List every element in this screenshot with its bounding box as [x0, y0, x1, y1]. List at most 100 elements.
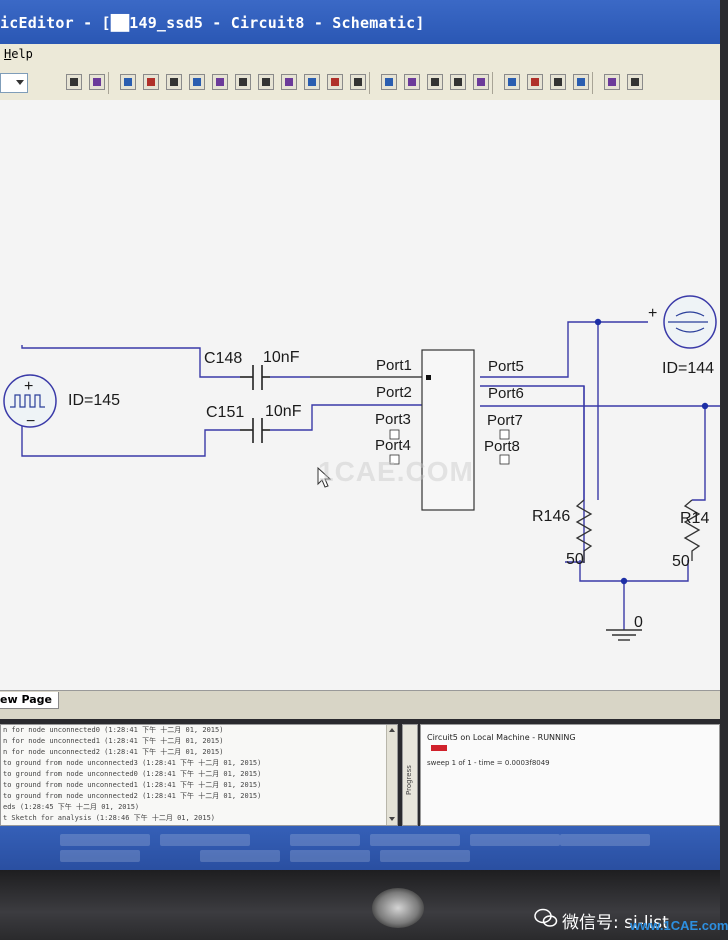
zoom-fit-icon[interactable] [604, 74, 620, 90]
os-taskbar [0, 826, 720, 870]
toolbar-glyph [385, 78, 393, 86]
scroll-down-icon[interactable] [389, 817, 395, 821]
toolbar-separator [592, 72, 593, 94]
flip-icon[interactable] [427, 74, 443, 90]
port8-pin-box [499, 454, 510, 465]
resistor-r146 [575, 499, 593, 563]
toolbar-dropdown[interactable] [0, 73, 28, 93]
taskbar-item[interactable] [560, 834, 650, 846]
capacitor-c151-name: C151 [206, 404, 245, 421]
simulation-status-title: Circuit5 on Local Machine - RUNNING [427, 733, 576, 742]
taskbar-item[interactable] [60, 850, 140, 862]
toolbar-glyph [577, 78, 585, 86]
taskbar-item[interactable] [380, 850, 470, 862]
toolbar-glyph [531, 78, 539, 86]
port-icon[interactable] [235, 74, 251, 90]
port2-label: Port2 [376, 384, 412, 401]
taskbar-item[interactable] [290, 834, 360, 846]
zoom-out-icon[interactable] [473, 74, 489, 90]
wire-resistor-bottom [579, 560, 689, 582]
taskbar-item[interactable] [370, 834, 460, 846]
toolbar-glyph [554, 78, 562, 86]
port1-label: Port1 [376, 357, 412, 374]
log-scrollbar[interactable] [386, 725, 397, 825]
toolbar-glyph [331, 78, 339, 86]
tab-new-page[interactable]: ew Page [0, 692, 59, 709]
taskbar-item[interactable] [290, 850, 370, 862]
node-icon[interactable] [327, 74, 343, 90]
toolbar-glyph [262, 78, 270, 86]
simulation-status-panel: Circuit5 on Local Machine - RUNNING swee… [420, 724, 720, 826]
progress-side-tab[interactable]: Progress [402, 724, 418, 826]
watermark-text: 1CAE.COM [318, 456, 474, 487]
simulation-sweep-text: sweep 1 of 1 - time = 0.0003f8049 [427, 759, 550, 767]
ground-label: 0 [634, 614, 643, 631]
pulse-source-right [663, 295, 717, 349]
resistor-r14-name: R14 [680, 510, 710, 527]
source-plus-sign: + [24, 378, 34, 395]
toolbar-glyph [147, 78, 155, 86]
cross-icon[interactable] [550, 74, 566, 90]
capacitor-icon[interactable] [166, 74, 182, 90]
rotate-icon[interactable] [350, 74, 366, 90]
bus-icon[interactable] [304, 74, 320, 90]
ground-icon[interactable] [212, 74, 228, 90]
node-dot [620, 577, 628, 585]
page-tab-strip: ew Page [0, 690, 720, 719]
toolbar-glyph [70, 78, 78, 86]
pulse-source-left [3, 374, 57, 428]
log-lines: n for node unconnected0 (1:28:41 下午 十二月 … [1, 725, 397, 824]
wechat-icon [534, 908, 558, 927]
page-icon[interactable] [66, 74, 82, 90]
resistor-r14-value: 50 [672, 553, 690, 570]
taskbar-item[interactable] [160, 834, 250, 846]
log-line: t Sketch for analysis (1:28:46 下午 十二月 01… [3, 814, 216, 822]
schematic-canvas[interactable]: + − ID=145 C148 10nF C151 10nF Port1 Por… [0, 100, 720, 690]
menu-item-help[interactable]: Help [4, 47, 33, 61]
port4-pin-box [389, 454, 400, 465]
new-icon[interactable] [89, 74, 105, 90]
source-minus-sign: − [26, 413, 36, 430]
zoom-in-icon[interactable] [450, 74, 466, 90]
wire-port5 [480, 321, 648, 378]
taskbar-item[interactable] [200, 850, 280, 862]
port4-label: Port4 [375, 437, 411, 454]
resistor-icon[interactable] [189, 74, 205, 90]
box-icon[interactable] [527, 74, 543, 90]
taskbar-item[interactable] [60, 834, 150, 846]
node-dot [594, 318, 602, 326]
grid-icon[interactable] [573, 74, 589, 90]
log-line: to ground from node unconnected1 (1:28:4… [3, 781, 262, 789]
align-icon[interactable] [404, 74, 420, 90]
probe-icon[interactable] [143, 74, 159, 90]
taskbar-item[interactable] [470, 834, 560, 846]
status-log-panel: n for node unconnected0 (1:28:41 下午 十二月 … [0, 724, 398, 826]
toolbar-glyph [408, 78, 416, 86]
wire-icon[interactable] [120, 74, 136, 90]
toolbar-glyph [308, 78, 316, 86]
resistor-r146-name: R146 [532, 508, 571, 525]
toolbar-glyph [285, 78, 293, 86]
resistor-r14 [683, 499, 701, 561]
delete-icon[interactable] [281, 74, 297, 90]
schematic-drawing [3, 295, 720, 641]
mirror-icon[interactable] [381, 74, 397, 90]
progress-side-label: Progress [405, 765, 413, 795]
toolbar-glyph [608, 78, 616, 86]
wire-c151-port2 [270, 404, 422, 431]
scroll-up-icon[interactable] [389, 728, 395, 732]
mouse-cursor-icon [317, 466, 332, 488]
toolbar-glyph [170, 78, 178, 86]
toolbar-glyph [193, 78, 201, 86]
toolbar-glyph [354, 78, 362, 86]
menu-bar: Help [0, 44, 720, 67]
wire-r14-top [692, 406, 706, 501]
toolbar-glyph [239, 78, 247, 86]
select-icon[interactable] [504, 74, 520, 90]
port8-label: Port8 [484, 438, 520, 455]
toolbar-separator [369, 72, 370, 94]
log-line: n for node unconnected0 (1:28:41 下午 十二月 … [3, 726, 224, 734]
pan-icon[interactable] [627, 74, 643, 90]
pin-icon[interactable] [258, 74, 274, 90]
port7-label: Port7 [487, 412, 523, 429]
